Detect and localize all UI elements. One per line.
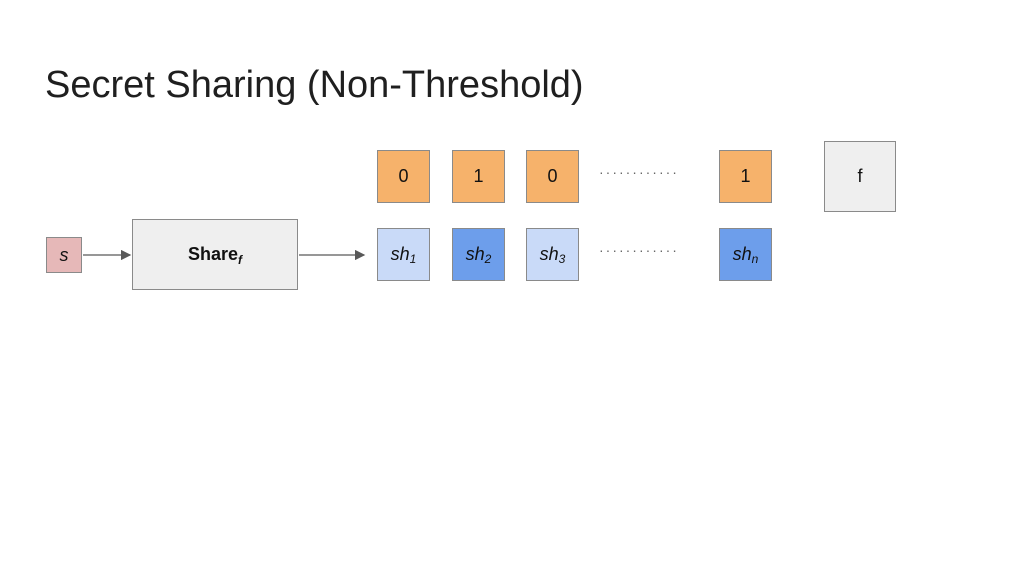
bit-cell: 0 (377, 150, 430, 203)
share-subscript: 1 (409, 251, 417, 266)
bit-ellipsis: ············ (599, 164, 679, 180)
bit-label: 1 (473, 166, 484, 186)
secret-label: s (59, 244, 69, 265)
bit-cell: 1 (719, 150, 772, 203)
bit-label: 0 (398, 166, 409, 186)
slide-title: Secret Sharing (Non-Threshold) (45, 64, 584, 106)
share-subscript: n (751, 251, 759, 266)
bit-label: 0 (547, 166, 558, 186)
share-base: sh (539, 244, 559, 264)
bit-cell: 0 (526, 150, 579, 203)
share-function-subscript: f (238, 252, 243, 267)
secret-box: s (46, 237, 82, 273)
share-ellipsis: ············ (599, 242, 679, 258)
function-label: f (857, 166, 863, 186)
share-subscript: 2 (484, 251, 492, 266)
share-function-label: Share (187, 244, 239, 264)
share-subscript: 3 (558, 251, 566, 266)
share-base: sh (465, 244, 485, 264)
bit-cell: 1 (452, 150, 505, 203)
share-base: sh (390, 244, 410, 264)
share-base: sh (732, 244, 752, 264)
function-box: f (824, 141, 896, 212)
bit-label: 1 (740, 166, 751, 186)
